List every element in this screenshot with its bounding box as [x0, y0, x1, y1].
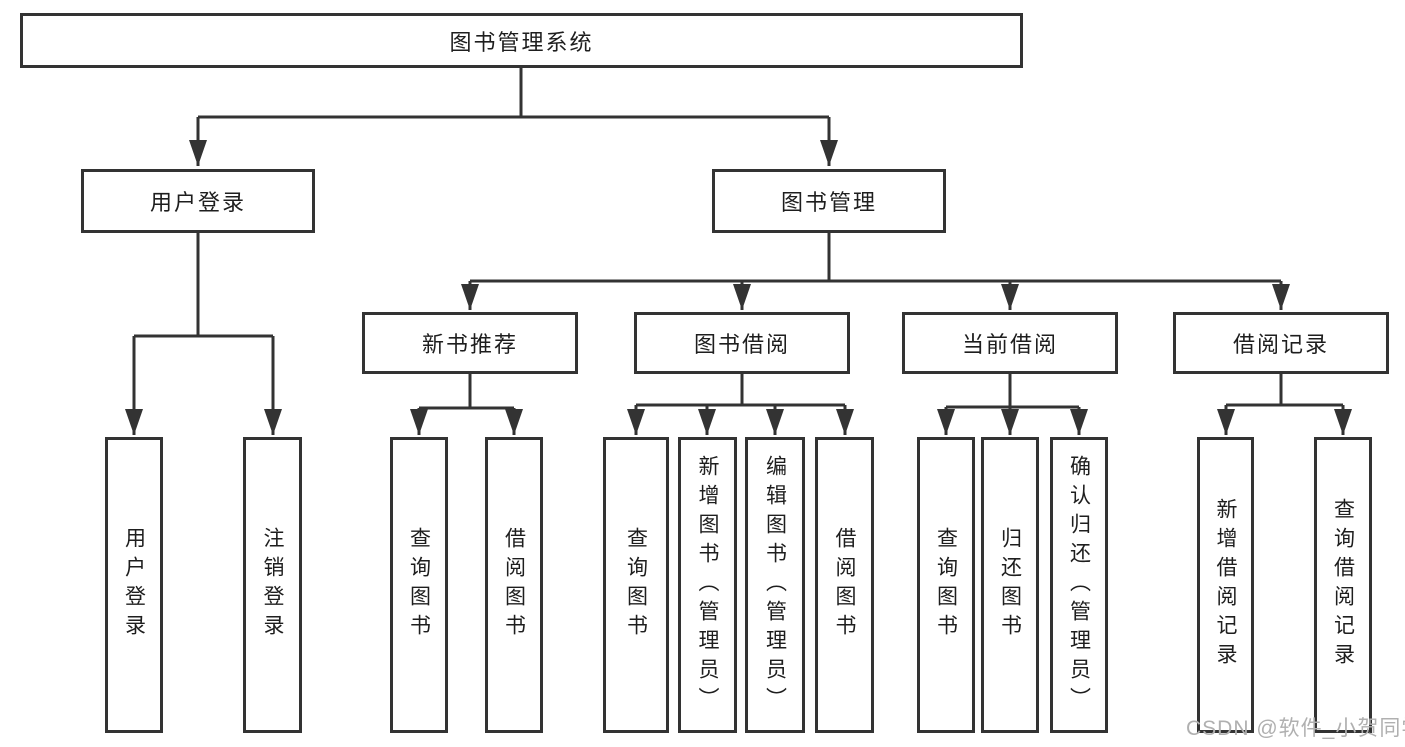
node-new-book-recommend: 新书推荐: [362, 312, 578, 374]
node-book-borrowing: 图书借阅: [634, 312, 850, 374]
connector-user-login-children: [125, 233, 282, 435]
node-current-borrowing: 当前借阅: [902, 312, 1118, 374]
leaf-confirm-return-admin: 确认归还（管理员）: [1050, 437, 1108, 733]
connector-book-borrow-children: [627, 374, 854, 435]
leaf-return-books: 归还图书: [981, 437, 1039, 733]
connector-root-to-level1: [189, 68, 838, 166]
node-book-management: 图书管理: [712, 169, 946, 233]
leaf-query-books-1: 查询图书: [390, 437, 448, 733]
leaf-query-books-2: 查询图书: [603, 437, 669, 733]
connector-book-mgmt-children: [461, 233, 1290, 310]
leaf-query-borrow-record: 查询借阅记录: [1314, 437, 1372, 733]
node-borrowing-records: 借阅记录: [1173, 312, 1389, 374]
connector-borrow-records-children: [1217, 374, 1352, 435]
leaf-query-books-3: 查询图书: [917, 437, 975, 733]
leaf-borrow-books-2: 借阅图书: [815, 437, 874, 733]
csdn-watermark: CSDN @软件_小贺同学: [1186, 717, 1405, 740]
connector-current-borrow-children: [937, 374, 1088, 435]
leaf-add-book-admin: 新增图书（管理员）: [678, 437, 737, 733]
leaf-add-borrow-record: 新增借阅记录: [1197, 437, 1254, 733]
leaf-user-login: 用户登录: [105, 437, 163, 733]
node-library-management-system: 图书管理系统: [20, 13, 1023, 68]
connector-new-book-children: [410, 374, 523, 435]
leaf-borrow-books-1: 借阅图书: [485, 437, 543, 733]
leaf-logout: 注销登录: [243, 437, 302, 733]
leaf-edit-book-admin: 编辑图书（管理员）: [745, 437, 805, 733]
node-user-login: 用户登录: [81, 169, 315, 233]
